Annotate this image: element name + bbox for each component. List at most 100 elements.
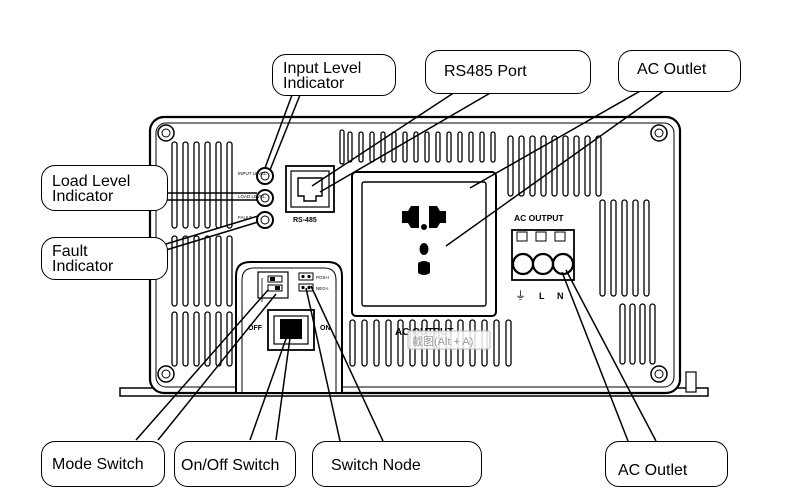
vent-slot [226,311,233,367]
vent-slot [385,319,392,367]
leader-ac-outlet-top [469,89,643,189]
vent-slot [529,135,536,197]
led-load-label: LOAD LEVEL [238,194,266,199]
callout-ac-outlet-bottom: AC Outlet [605,441,728,487]
led-fault-label: FAULT [238,215,252,220]
leader-lines [135,89,666,442]
vent-slot [182,311,189,367]
vent-slot [204,311,211,367]
screenshot-watermark: 截图(Alt + A) [412,334,473,348]
vent-slot [584,135,591,197]
terminal-n-label: N [557,291,564,301]
vent-slot [551,135,558,197]
rs485-port: RS-485 [285,165,335,224]
vent-slot [349,319,356,367]
vent-slot [619,303,626,365]
vent-slot [639,303,646,365]
callout-mode-switch: Mode Switch [41,441,165,487]
vent-slot [171,235,178,307]
corner-screws [157,124,668,383]
node-neg-label: NEG-I [316,286,329,291]
callout-switch-node: Switch Node [312,441,482,487]
switch-housing: POS+I NEG-I OFF ON [235,261,343,392]
vent-slot [193,311,200,367]
universal-ac-socket: AC OUTPUT 截图(Alt + A) [351,171,497,350]
socket-ground-pin [418,261,430,275]
rs485-label: RS-485 [293,217,317,224]
vent-slot [402,131,408,163]
vent-slot [457,131,463,163]
vent-slot [339,129,345,165]
vent-slot [215,141,222,229]
led-indicators: INPUT LEVEL LOAD LEVEL FAULT [238,167,274,229]
terminal-ground-label: ⏚ [515,289,526,302]
vent-slot [493,319,500,367]
switch-off-label: OFF [248,325,263,332]
rear-post [685,371,697,393]
leader-ac-outlet-bottom [561,271,629,442]
vent-slot [518,135,525,197]
vent-slot [649,303,656,365]
load-level-led [256,189,274,207]
ac-output-terminal-label: AC OUTPUT [514,213,564,223]
vent-slot [468,131,474,163]
vent-slot [361,319,368,367]
vent-slot [479,131,485,163]
vent-slot [347,131,353,163]
vent-slot [391,131,397,163]
vent-slot [171,141,178,229]
vent-slot [446,131,452,163]
leader-mode-switch [135,289,269,441]
callout-fault-indicator: Fault Indicator [41,237,168,280]
socket-right-slot [429,206,446,228]
vent-slot [643,199,650,297]
vent-slot [424,131,430,163]
vent-slot [226,235,233,307]
vent-slot [204,141,211,229]
callout-rs485-port: RS485 Port [425,50,591,94]
vent-slot [193,141,200,229]
vent-slot [226,141,233,229]
callout-onoff-switch: On/Off Switch [174,441,296,487]
leader-rs485 [311,91,456,187]
vent-slot [599,199,606,297]
socket-left-slot [402,206,419,228]
vent-slot [595,135,602,197]
vent-slot [562,135,569,197]
led-input-label: INPUT LEVEL [238,171,267,176]
vent-slot [358,131,364,163]
leader-switch-node [305,287,341,442]
vent-slot [610,199,617,297]
fault-led [256,211,274,229]
vent-slot [540,135,547,197]
onoff-rocker-switch: OFF ON [248,309,331,351]
vent-slot [435,131,441,163]
vent-slot [397,319,404,367]
vent-slot [204,235,211,307]
vent-slot [413,131,419,163]
vent-slot [215,235,222,307]
leader-onoff-switch [249,335,288,441]
vent-slot [193,235,200,307]
vent-slot [490,131,496,163]
vent-slot [182,235,189,307]
callout-input-level-indicator: Input Level Indicator [272,54,396,96]
vent-slot [629,303,636,365]
mode-switch [257,271,289,302]
ac-output-terminal-block: AC OUTPUT ⏚ L N [511,213,575,302]
vent-slot [621,199,628,297]
callout-ac-outlet-top: AC Outlet [618,50,741,92]
vent-slot [373,319,380,367]
vent-slot [505,319,512,367]
vent-slot [171,311,178,367]
vent-slot [215,311,222,367]
leader-input-level [264,94,293,169]
callout-load-level-indicator: Load Level Indicator [41,165,168,211]
node-pos-label: POS+I [316,275,329,280]
vent-slot [182,141,189,229]
terminal-l-label: L [539,291,545,301]
vent-slot [380,131,386,163]
vent-slot [632,199,639,297]
leader-fault [165,215,259,245]
